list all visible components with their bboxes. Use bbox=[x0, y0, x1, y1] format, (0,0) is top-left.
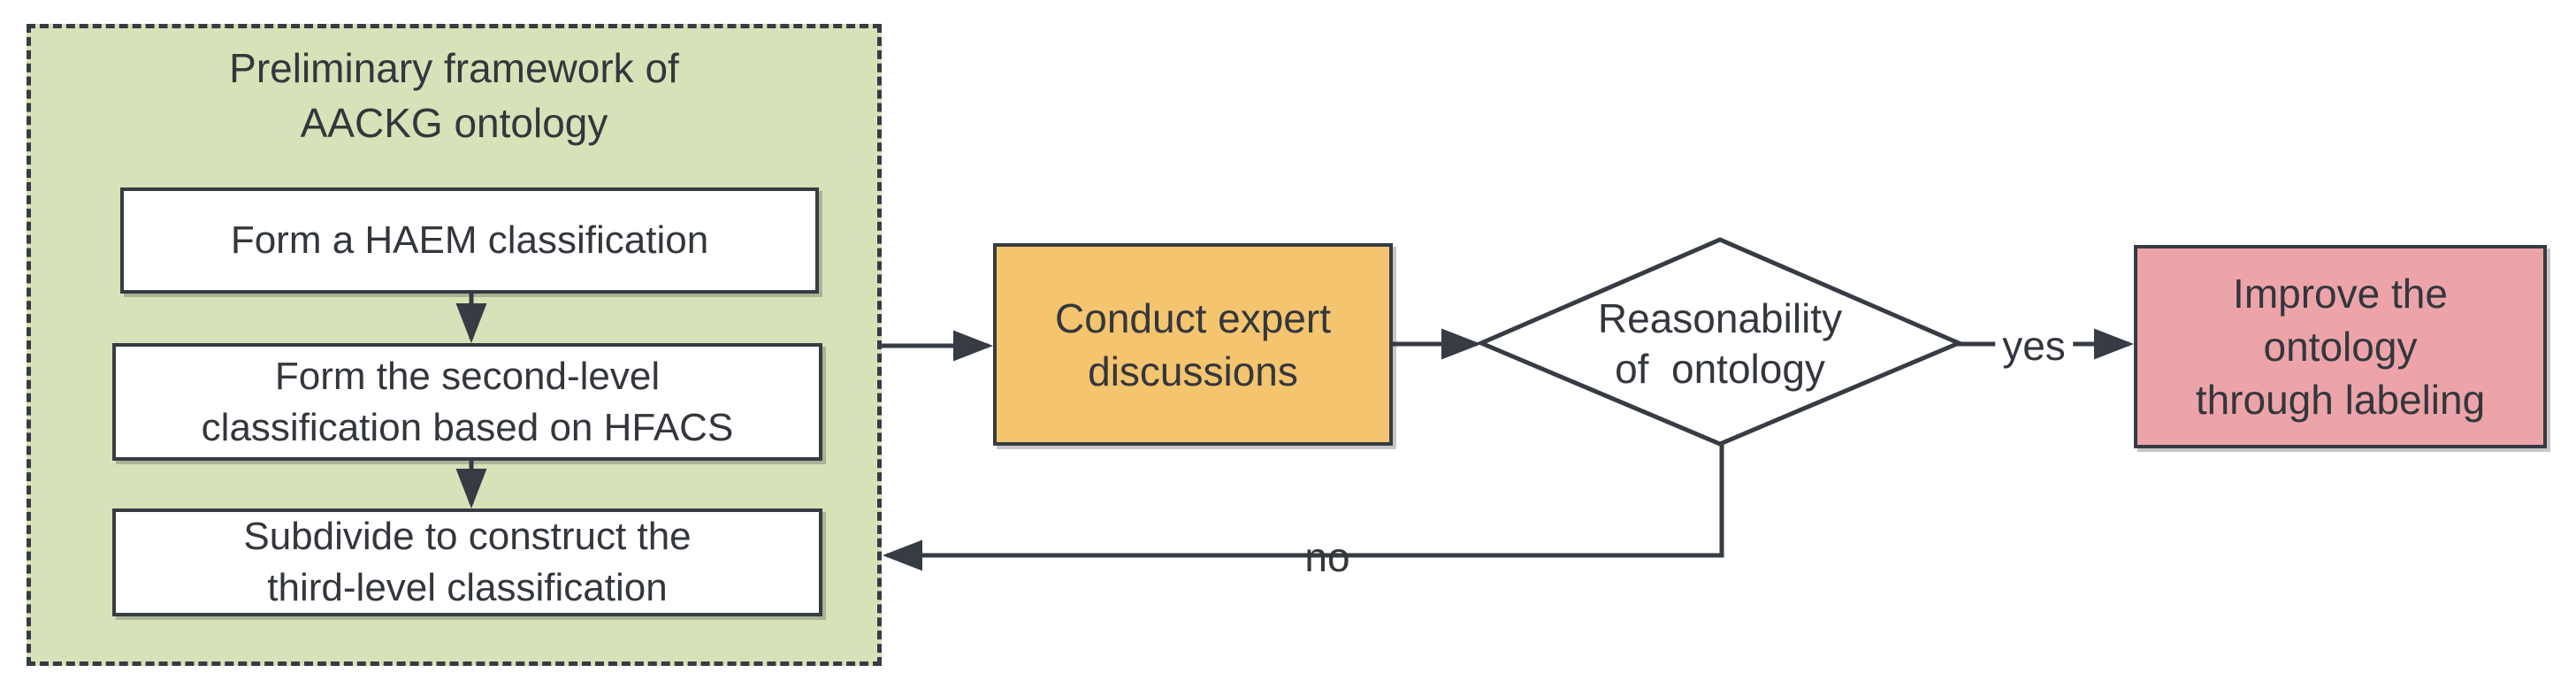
arrow-decision-no-feedback bbox=[883, 444, 1724, 571]
edge-label-yes: yes bbox=[1995, 325, 2073, 367]
step-box-second-level-classification: Form the second-level classification bas… bbox=[112, 343, 822, 461]
decision-label-line: of ontology bbox=[1615, 346, 1825, 392]
process-label: Conduct expert bbox=[1055, 294, 1331, 341]
result-box-improve-ontology: Improve the ontology through labeling bbox=[2134, 245, 2547, 448]
decision-diamond-label: Reasonability of ontology bbox=[1565, 294, 1875, 394]
group-title-line: Preliminary framework of bbox=[229, 45, 679, 91]
decision-label-line: Reasonability bbox=[1597, 295, 1843, 341]
step-box-haem-classification: Form a HAEM classification bbox=[120, 187, 819, 294]
group-title-line: AACKG ontology bbox=[300, 100, 608, 146]
framework-group-title: Preliminary framework of AACKG ontology bbox=[31, 41, 877, 150]
process-label: discussions bbox=[1088, 348, 1298, 394]
step-box-third-level-classification: Subdivide to construct the third-level c… bbox=[112, 508, 822, 616]
decision-diamond-shape bbox=[1475, 237, 1965, 447]
process-box-expert-discussions: Conduct expert discussions bbox=[993, 243, 1393, 446]
result-label: Improve the bbox=[2233, 271, 2448, 317]
step-label: Form the second-level bbox=[274, 354, 661, 398]
edge-label-no: no bbox=[1304, 534, 1350, 580]
step-label: Form a HAEM classification bbox=[230, 218, 709, 262]
result-label: ontology bbox=[2263, 324, 2418, 370]
step-label: third-level classification bbox=[267, 566, 668, 609]
framework-group-box: Preliminary framework of AACKG ontology … bbox=[27, 24, 882, 666]
step-label: classification based on HFACS bbox=[201, 405, 734, 449]
step-label: Subdivide to construct the bbox=[243, 515, 692, 558]
result-label: through labeling bbox=[2195, 377, 2486, 423]
